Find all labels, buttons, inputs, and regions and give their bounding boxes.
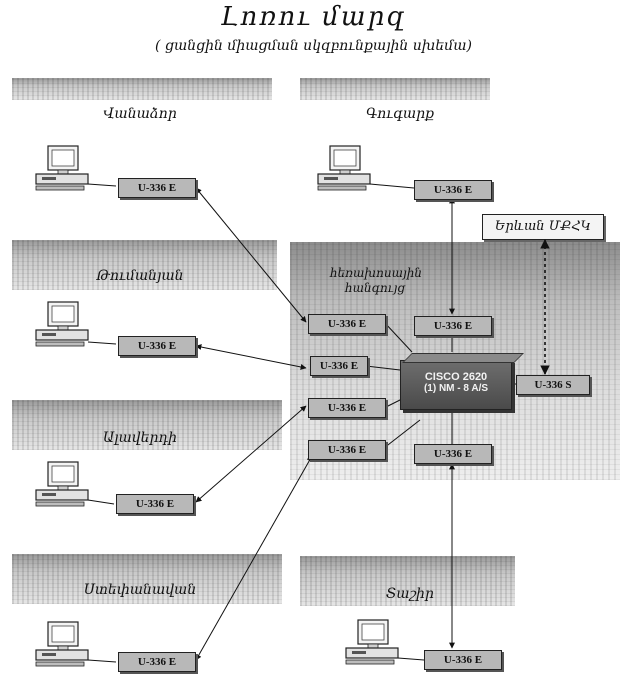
- computer-icon-vanadzor: [35, 145, 89, 191]
- yerevan-mpls-label: Երևան ՄՔՀԿ: [482, 214, 604, 240]
- router-name: CISCO 2620: [424, 371, 488, 383]
- cable-node-5: [383, 419, 421, 449]
- modem-stepanavan: U-336 E: [118, 652, 196, 672]
- site-label-vanadzor: Վանաձոր: [103, 106, 177, 122]
- link-stepanavan: [195, 455, 313, 661]
- link-alaverdi: [195, 405, 307, 503]
- cable-vanadzor: [87, 183, 117, 187]
- node-modem-3: U-336 E: [310, 356, 368, 376]
- computer-icon-tumanyan: [35, 301, 89, 347]
- site-band-vanadzor: [12, 78, 272, 100]
- cable-node-3: [365, 365, 401, 371]
- node-modem-1: U-336 E: [308, 314, 386, 334]
- site-label-tumanyan: Թումանյան: [96, 268, 184, 284]
- cable-gugark: [369, 183, 415, 189]
- site-band-tashir: [300, 556, 515, 606]
- link-vanadzor: [195, 187, 307, 323]
- router-top-face: [402, 353, 524, 363]
- site-label-stepanavan: Ստեփանավան: [83, 582, 197, 598]
- site-label-gugark: Գուգարք: [365, 106, 435, 122]
- node-modem-serial: U-336 S: [516, 375, 590, 395]
- node-modem-4: U-336 E: [308, 398, 386, 418]
- node-modem-5: U-336 E: [308, 440, 386, 460]
- cisco-router: CISCO 2620 (1) NM - 8 A/S: [400, 353, 524, 410]
- computer-icon-tashir: [345, 619, 399, 665]
- node-modem-6: U-336 E: [414, 444, 492, 464]
- cable-alaverdi: [87, 499, 115, 505]
- cable-node-1: [383, 321, 413, 353]
- computer-icon-alaverdi: [35, 461, 89, 507]
- modem-tashir: U-336 E: [424, 650, 502, 670]
- cable-tumanyan: [87, 341, 117, 345]
- cable-stepanavan: [87, 659, 117, 663]
- modem-vanadzor: U-336 E: [118, 178, 196, 198]
- site-label-alaverdi: Ալավերդի: [102, 430, 178, 446]
- modem-tumanyan: U-336 E: [118, 336, 196, 356]
- modem-gugark: U-336 E: [414, 180, 492, 200]
- computer-icon-stepanavan: [35, 621, 89, 667]
- cable-tashir: [397, 657, 425, 661]
- diagram-title: Լոռու մարզ: [220, 2, 407, 32]
- link-tumanyan: [195, 344, 307, 370]
- diagram-subtitle: ( ցանցին միացման սկզբունքային սխեմա): [155, 38, 472, 54]
- computer-icon-gugark: [317, 145, 371, 191]
- network-node-label: հեռախոսային հանգույց: [330, 266, 422, 295]
- site-band-gugark: [300, 78, 490, 100]
- site-label-tashir: Տաշիր: [386, 586, 434, 602]
- node-modem-2: U-336 E: [414, 316, 492, 336]
- router-module: (1) NM - 8 A/S: [423, 383, 489, 394]
- modem-alaverdi: U-336 E: [116, 494, 194, 514]
